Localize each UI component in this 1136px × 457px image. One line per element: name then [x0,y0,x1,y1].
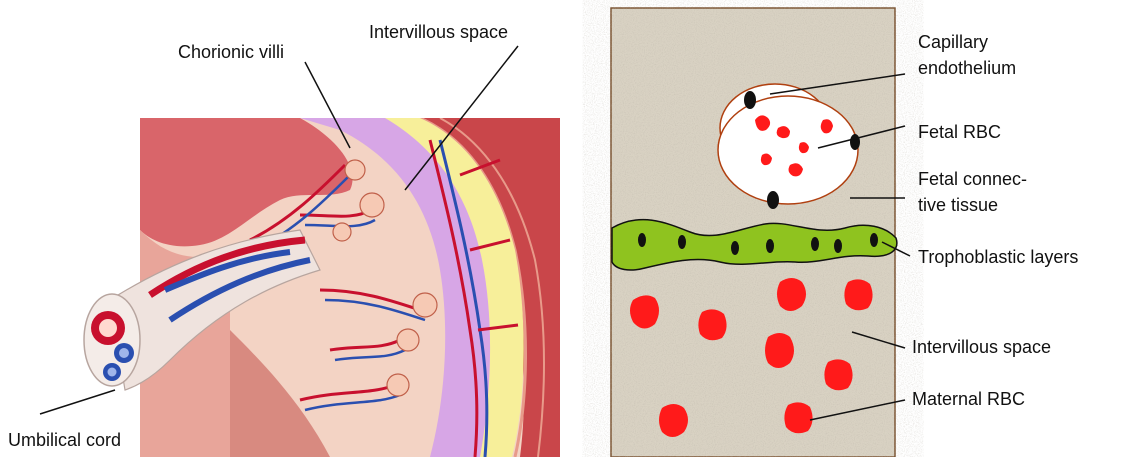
label-tive-tissue: tive tissue [918,195,998,215]
label-maternal-rbc: Maternal RBC [912,389,1025,409]
villus-cross-section [611,8,910,457]
leader-umbilical-cord [40,390,115,414]
label-fetal-rbc: Fetal RBC [918,122,1001,142]
label-capillary: Capillary [918,32,988,52]
label-fetal-connective: Fetal connec- [918,169,1027,189]
label-umbilical-cord: Umbilical cord [8,430,121,450]
label-trophoblastic-layers: Trophoblastic layers [918,247,1078,267]
placenta-illustration [40,46,560,457]
label-endothelium: endothelium [918,58,1016,78]
label-intervillous-space-right: Intervillous space [912,337,1051,357]
label-chorionic-villi: Chorionic villi [178,42,284,62]
label-intervillous-space-left: Intervillous space [369,22,508,42]
